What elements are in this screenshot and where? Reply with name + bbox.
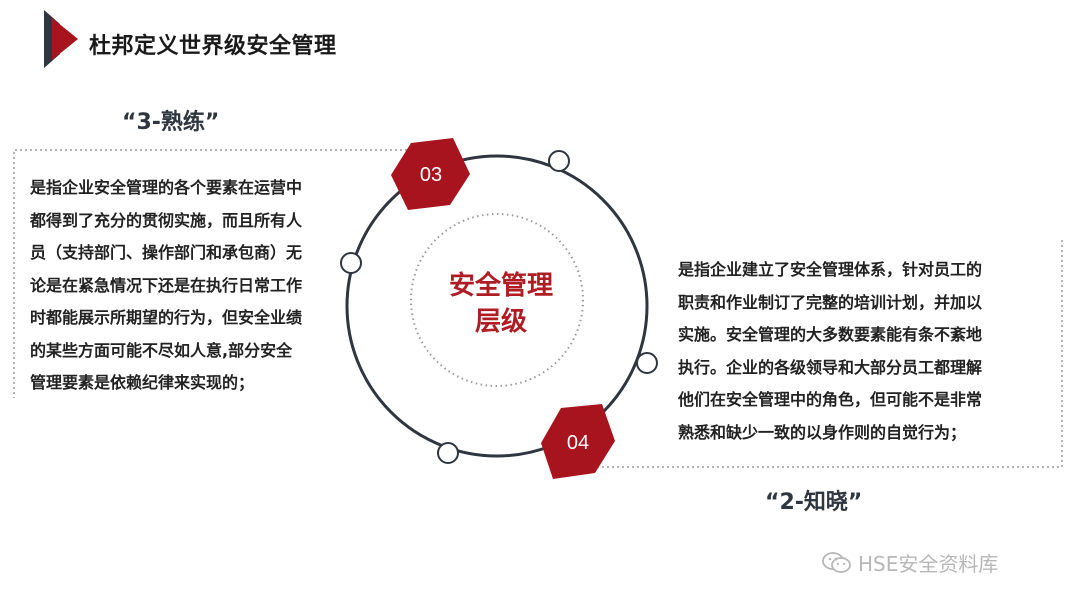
level-badge-03-label: 03 — [420, 164, 442, 186]
desc-line: 都得到了充分的贯彻实施，而且所有人 — [30, 210, 303, 230]
level-label-2: “2-知晓” — [765, 490, 863, 515]
right-dotted-frame — [596, 240, 1063, 468]
header-chevron-logo — [44, 10, 78, 68]
level-label-3: “3-熟练” — [122, 110, 220, 135]
ring-node — [548, 150, 570, 172]
page-title: 杜邦定义世界级安全管理 — [89, 34, 337, 59]
desc-line: 时都能展示所期望的行为，但安全业绩 — [30, 308, 303, 327]
desc-line: 是指企业建立了安全管理体系，针对员工的 — [678, 260, 983, 279]
desc-line: 他们在安全管理中的角色，但可能不是非常 — [678, 390, 983, 409]
center-title-line2: 层级 — [474, 307, 527, 337]
watermark: HSE安全资料库 — [822, 548, 998, 577]
ring-node — [437, 442, 459, 464]
level-2-description: 是指企业建立了安全管理体系，针对员工的 职责和作业制订了完整的培训计划，并加以 … — [678, 254, 982, 449]
desc-line: 熟悉和缺少一致的以身作则的自觉行为； — [678, 422, 967, 442]
desc-line: 管理要素是依赖纪律来实现的； — [30, 373, 255, 392]
desc-line: 的某些方面可能不尽如人意,部分安全 — [30, 340, 293, 360]
center-title-line1: 安全管理 — [448, 271, 553, 301]
watermark-text: HSE安全资料库 — [858, 552, 999, 576]
outer-ring — [345, 154, 649, 458]
desc-line: 是指企业安全管理的各个要素在运营中 — [30, 178, 303, 197]
desc-line: 职责和作业制订了完整的培训计划，并加以 — [678, 292, 983, 312]
desc-line: 执行。企业的各级领导和大部分员工都理解 — [678, 357, 983, 377]
ring-node — [636, 352, 658, 374]
center-title: 安全管理 层级 — [431, 268, 571, 340]
ring-node — [340, 252, 362, 274]
desc-line: 论是在紧急情况下还是在执行日常工作 — [30, 275, 303, 295]
level-badge-03 — [391, 138, 470, 210]
level-badge-04 — [541, 404, 615, 479]
level-badge-04-label: 04 — [567, 432, 589, 454]
desc-line: 实施。安全管理的大多数要素能有条不紊地 — [678, 325, 983, 344]
wechat-icon — [822, 551, 851, 573]
inner-dotted-circle — [410, 213, 584, 387]
desc-line: 员（支持部门、操作部门和承包商）无 — [30, 243, 303, 262]
level-3-description: 是指企业安全管理的各个要素在运营中 都得到了充分的贯彻实施，而且所有人 员（支持… — [30, 172, 302, 400]
